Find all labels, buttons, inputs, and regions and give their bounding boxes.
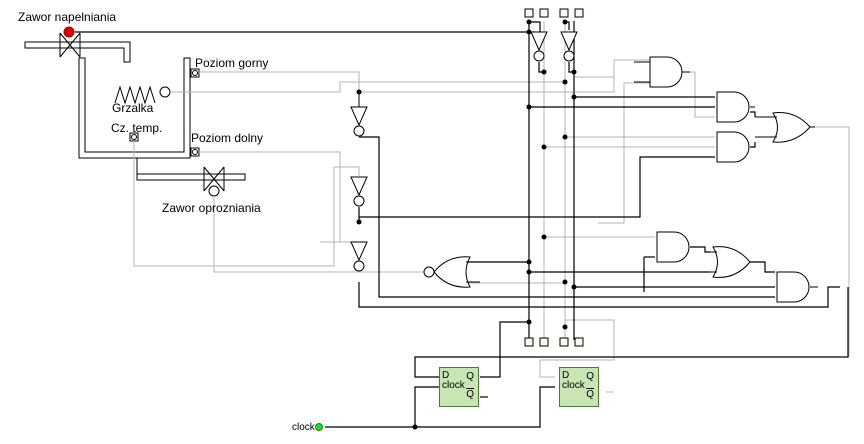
fill-valve-icon[interactable] <box>59 26 81 58</box>
temp-sensor-label: Cz. temp. <box>111 121 163 135</box>
upper-level-label: Poziom gorny <box>195 56 269 70</box>
inactive-wires <box>133 21 850 393</box>
fill-valve-label: Zawor napelniania <box>18 10 117 24</box>
qbar-output-label: Q <box>586 389 594 400</box>
terminal-top-1 <box>524 8 534 18</box>
terminal-top-4 <box>574 8 584 18</box>
clock-input-label: clock <box>442 380 465 391</box>
or-gates[interactable] <box>698 112 815 278</box>
bus-terminals[interactable] <box>524 8 584 347</box>
terminal-bottom-4 <box>574 337 584 347</box>
not-gate-3 <box>350 92 368 137</box>
heater-label: Grzalka <box>112 101 154 115</box>
fill-valve-indicator <box>63 26 75 38</box>
nor-gate[interactable] <box>423 256 529 288</box>
clock-input-label: clock <box>562 380 585 391</box>
clock-indicator-icon[interactable] <box>315 423 323 431</box>
and-gate-5 <box>776 271 818 303</box>
clock-label: clock <box>292 422 315 433</box>
terminal-bottom-3 <box>559 337 569 347</box>
terminal-bottom-2 <box>539 337 549 347</box>
drain-valve-label: Zawor oprozniania <box>162 201 261 215</box>
terminal-top-3 <box>559 8 569 18</box>
not-gate-2 <box>560 31 578 62</box>
heater-icon <box>114 85 171 105</box>
not-gates[interactable] <box>350 31 578 272</box>
and-gate-3 <box>716 131 755 163</box>
drain-valve-icon[interactable] <box>203 166 225 197</box>
q-output-label: Q <box>586 371 594 382</box>
d-flipflop-1[interactable]: D clock Q Q <box>439 367 479 407</box>
qbar-output-label: Q <box>466 389 474 400</box>
and-gate-2 <box>716 91 755 123</box>
junction-dots <box>356 19 577 430</box>
not-gate-4 <box>350 176 368 207</box>
or-gate-1 <box>755 112 815 143</box>
terminal-bottom-1 <box>524 337 534 347</box>
d-input-label: D <box>562 370 570 381</box>
or-gate-2 <box>698 246 751 278</box>
d-input-label: D <box>442 370 450 381</box>
and-gate-1 <box>634 56 690 88</box>
not-gate-1 <box>530 31 548 62</box>
not-gate-5 <box>350 241 368 272</box>
q-output-label: Q <box>466 371 474 382</box>
d-flipflop-2[interactable]: D clock Q Q <box>559 367 599 407</box>
lower-level-label: Poziom dolny <box>191 131 264 145</box>
and-gate-4 <box>656 231 700 263</box>
terminal-top-2 <box>539 8 549 18</box>
and-gates[interactable] <box>634 56 818 303</box>
